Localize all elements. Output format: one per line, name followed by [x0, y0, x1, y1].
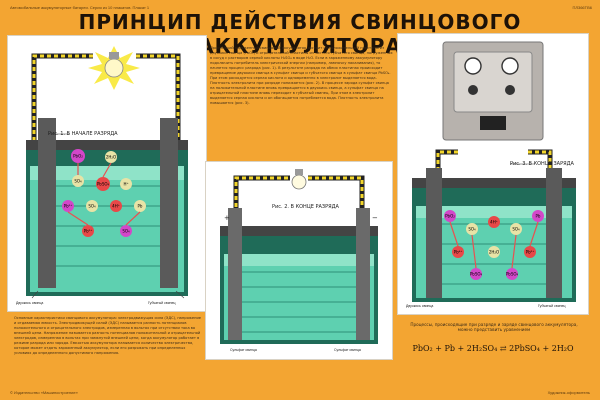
reaction-equation: PbO₂ + Pb + 2H₂SO₄ ⇄ 2PbSO₄ + 2H₂O — [412, 344, 574, 353]
panel-discharge-start: PbO₂ 2H₂O SO₄ PbSO₄ H⁺ Pb²⁺ SO₄ 4H⁺ Pb P… — [8, 36, 206, 311]
svg-text:4H⁺: 4H⁺ — [112, 204, 120, 209]
svg-text:PbO₂: PbO₂ — [445, 214, 455, 219]
header-code-text: ПЛ366ТВ6 — [572, 5, 592, 10]
svg-text:Pb²⁺: Pb²⁺ — [64, 204, 73, 209]
fig3-caption: Рис. 3. В КОНЦЕ ЗАРЯДА — [510, 161, 574, 167]
svg-text:H⁺: H⁺ — [123, 182, 128, 187]
svg-text:PbSO₄: PbSO₄ — [470, 272, 483, 277]
svg-text:−: − — [372, 214, 378, 222]
svg-text:PbSO₄: PbSO₄ — [97, 182, 110, 187]
fig1-left-label: Двуокись свинца — [16, 301, 44, 305]
svg-text:2H₂O: 2H₂O — [489, 250, 499, 255]
svg-text:PbSO₄: PbSO₄ — [506, 272, 519, 277]
process-title: Процессы, происходящие при разряде и зар… — [410, 322, 578, 332]
svg-text:PbO₂: PbO₂ — [73, 154, 83, 159]
description-text: Основные характеристики свинцового аккум… — [14, 316, 202, 355]
fig1-right-label: Губчатый свинец — [148, 301, 176, 305]
svg-text:Pb²⁺: Pb²⁺ — [84, 229, 93, 234]
footer-right: Художник-оформитель — [547, 390, 590, 395]
intro-text: Простейший заряженный свинцовый аккумуля… — [210, 46, 393, 105]
svg-text:4H⁺: 4H⁺ — [490, 220, 498, 225]
fig2-left-label: Сульфат свинца — [230, 348, 257, 352]
diagram-discharge-end: + − — [220, 169, 378, 344]
svg-text:SO₄: SO₄ — [468, 227, 476, 232]
footer-left: © Издательство «Машиностроение» — [10, 390, 78, 395]
fig2-right-label: Сульфат свинца — [334, 348, 361, 352]
panel-discharge-end: + − Рис. 2. В КОНЦЕ РАЗРЯДА Сульфат свин… — [206, 162, 392, 359]
svg-text:Pb⁴⁺: Pb⁴⁺ — [454, 250, 463, 255]
fig3-right-label: Губчатый свинец — [538, 304, 566, 308]
svg-text:Pb²⁺: Pb²⁺ — [526, 250, 535, 255]
svg-text:SO₄: SO₄ — [88, 204, 96, 209]
header-series-text: Автомобильные аккумуляторные батареи. Се… — [10, 5, 150, 10]
svg-text:+: + — [224, 214, 230, 222]
svg-text:Pb: Pb — [138, 204, 143, 209]
fig1-caption: Рис. 1. В НАЧАЛЕ РАЗРЯДА — [48, 131, 118, 137]
svg-text:Pb: Pb — [536, 214, 541, 219]
svg-text:2H₂O: 2H₂O — [106, 155, 116, 160]
svg-text:SO₄: SO₄ — [512, 227, 520, 232]
svg-text:SO₄: SO₄ — [74, 179, 82, 184]
diagram-discharge-start: PbO₂ 2H₂O SO₄ PbSO₄ H⁺ Pb²⁺ SO₄ 4H⁺ Pb P… — [26, 46, 188, 299]
svg-text:SO₄: SO₄ — [122, 229, 130, 234]
page-title: ПРИНЦИП ДЕЙСТВИЯ СВИНЦОВОГО АККУМУЛЯТОРА — [78, 10, 522, 58]
fig3-left-label: Двуокись свинца — [406, 304, 434, 308]
panel-charge-end: PbO₂ SO₄ 4H⁺ SO₄ Pb Pb⁴⁺ 2H₂O Pb²⁺ PbSO₄… — [398, 34, 588, 314]
fig2-caption: Рис. 2. В КОНЦЕ РАЗРЯДА — [272, 204, 339, 210]
diagram-charge-end: PbO₂ SO₄ 4H⁺ SO₄ Pb Pb⁴⁺ 2H₂O Pb²⁺ PbSO₄… — [412, 41, 576, 302]
